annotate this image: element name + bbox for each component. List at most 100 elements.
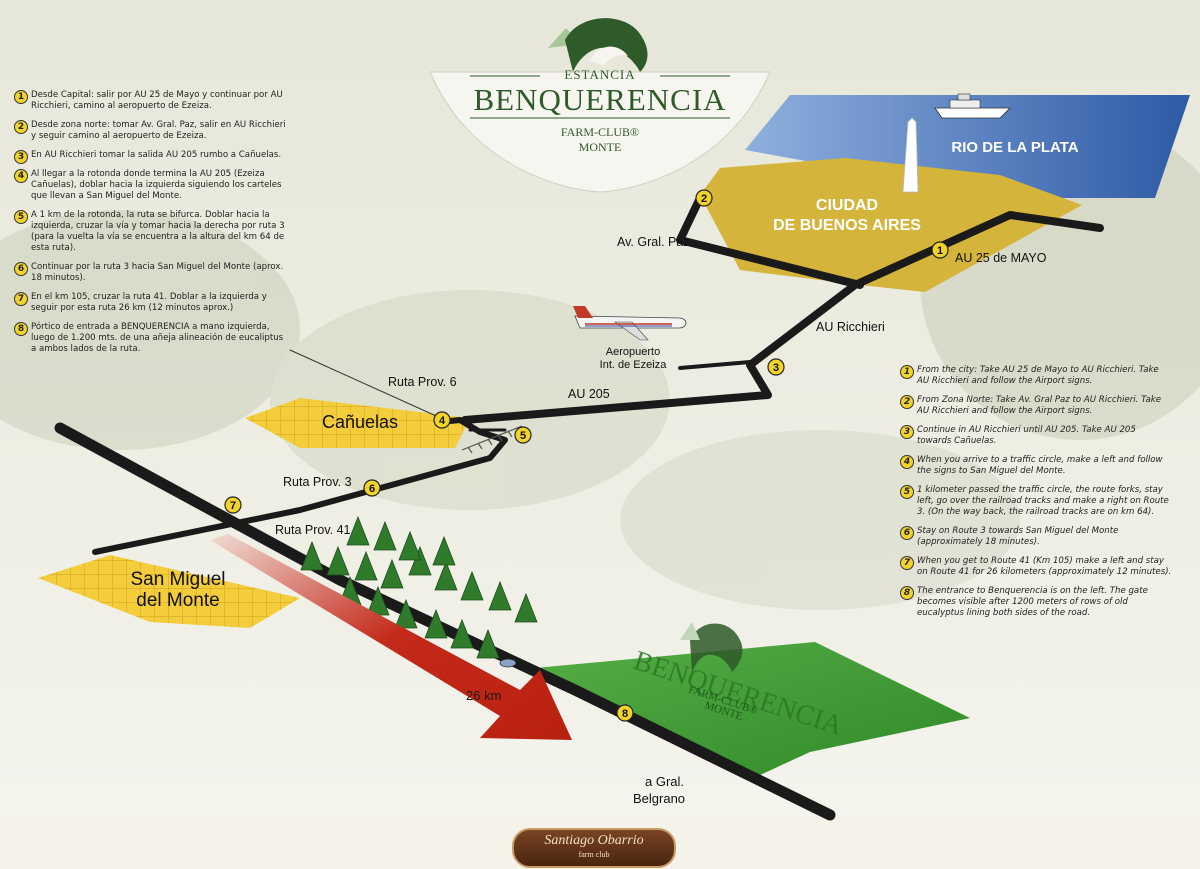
canuelas-label: Cañuelas xyxy=(322,412,398,432)
route-marker-circle xyxy=(433,411,451,429)
san-miguel-label-line2: del Monte xyxy=(136,590,219,611)
tree-icon xyxy=(514,592,538,623)
belgrano-label-line1: a Gral. xyxy=(645,774,684,789)
route-marker: 4 xyxy=(433,411,451,429)
route-marker-label: 7 xyxy=(230,500,236,512)
route-marker-circle xyxy=(931,241,949,259)
label-ruta3: Ruta Prov. 3 xyxy=(283,475,352,489)
railroad-tracks xyxy=(461,425,523,454)
instruction-number: 8 xyxy=(14,322,28,336)
route-marker-label: 5 xyxy=(520,430,526,442)
route-marker-label: 1 xyxy=(937,245,943,257)
instruction-text: Pórtico de entrada a BENQUERENCIA a mano… xyxy=(31,322,284,354)
route-marker-circle xyxy=(695,189,713,207)
estancia-plot xyxy=(535,642,970,775)
distance-label: 26 km xyxy=(466,688,501,703)
route-marker-label: 4 xyxy=(439,415,446,427)
header-arch xyxy=(429,71,771,193)
instruction-number: 6 xyxy=(900,526,914,540)
tree-icon xyxy=(450,618,474,649)
route-markers: 1 2 3 4 5 6 7 8 xyxy=(224,189,949,722)
footer-brand: Santiago Obarrio xyxy=(544,833,644,848)
san-miguel-label-line1: San Miguel xyxy=(130,569,225,590)
route-marker-circle xyxy=(514,426,532,444)
tree-icon xyxy=(380,558,404,589)
tree-icon xyxy=(398,530,422,561)
instruction-number: 2 xyxy=(900,395,914,409)
instruction-number: 1 xyxy=(900,365,914,379)
tree-icon xyxy=(354,550,378,581)
brand-sub: FARM-CLUB® xyxy=(561,125,639,139)
label-ruta6: Ruta Prov. 6 xyxy=(388,375,457,389)
obelisk-icon xyxy=(902,117,919,193)
instruction-text: From Zona Norte: Take Av. Gral Paz to AU… xyxy=(917,395,1161,416)
instruction-number: 7 xyxy=(900,556,914,570)
instruction-text: 1 kilometer passed the traffic circle, t… xyxy=(917,485,1169,517)
tree-icon xyxy=(373,520,397,551)
route-marker: 2 xyxy=(695,189,713,207)
route-marker-circle xyxy=(616,704,634,722)
instruction-number: 5 xyxy=(900,485,914,499)
instruction-text: En AU Ricchieri tomar la salida AU 205 r… xyxy=(31,150,282,160)
road-ruta-6 xyxy=(289,349,446,421)
airport-label-line2: Int. de Ezeiza xyxy=(600,359,668,371)
san-miguel-town xyxy=(38,555,300,628)
airport-label-line1: Aeropuerto xyxy=(606,346,660,358)
instruction-number: 2 xyxy=(14,120,28,134)
tree-icon xyxy=(434,560,458,591)
instruction-text: Stay on Route 3 towards San Miguel del M… xyxy=(917,526,1119,547)
tree-icon xyxy=(326,545,350,576)
label-ricchieri: AU Ricchieri xyxy=(816,320,885,334)
instruction-number: 8 xyxy=(900,586,914,600)
instruction-text: Desde zona norte: tomar Av. Gral. Paz, s… xyxy=(31,120,286,141)
route-marker: 8 xyxy=(616,704,634,722)
route-marker-circle xyxy=(767,358,785,376)
tree-icon xyxy=(488,580,512,611)
tree-icon xyxy=(408,545,432,576)
instruction-number: 3 xyxy=(14,150,28,164)
instruction-text: A 1 km de la rotonda, la ruta se bifurca… xyxy=(31,210,285,253)
instruction-text: When you get to Route 41 (Km 105) make a… xyxy=(917,556,1172,577)
ciudad-label-line2: DE BUENOS AIRES xyxy=(773,217,921,234)
route-marker: 1 xyxy=(931,241,949,259)
tree-icon xyxy=(432,535,456,566)
canuelas-town xyxy=(245,398,470,448)
background-foliage xyxy=(0,120,1200,610)
airplane-icon xyxy=(573,306,687,341)
brand-name: BENQUERENCIA xyxy=(473,82,726,117)
car-icon xyxy=(499,658,517,668)
tree-icon xyxy=(460,570,484,601)
tree-icon xyxy=(424,608,448,639)
label-ruta41: Ruta Prov. 41 xyxy=(275,523,351,537)
route-marker-label: 8 xyxy=(622,708,628,720)
instruction-number: 3 xyxy=(900,425,914,439)
brand-place: MONTE xyxy=(579,140,622,154)
label-au205: AU 205 xyxy=(568,387,610,401)
instruction-number: 6 xyxy=(14,262,28,276)
ciudad-label-line1: CIUDAD xyxy=(816,197,878,214)
rio-de-la-plata xyxy=(745,95,1190,198)
label-au25: AU 25 de MAYO xyxy=(955,251,1047,265)
instruction-number: 4 xyxy=(14,169,28,183)
route-marker: 5 xyxy=(514,426,532,444)
tree-icon xyxy=(346,515,370,546)
road-ricchieri xyxy=(461,211,1104,424)
road-ruta-3 xyxy=(92,417,508,555)
distance-arrow xyxy=(210,534,572,740)
